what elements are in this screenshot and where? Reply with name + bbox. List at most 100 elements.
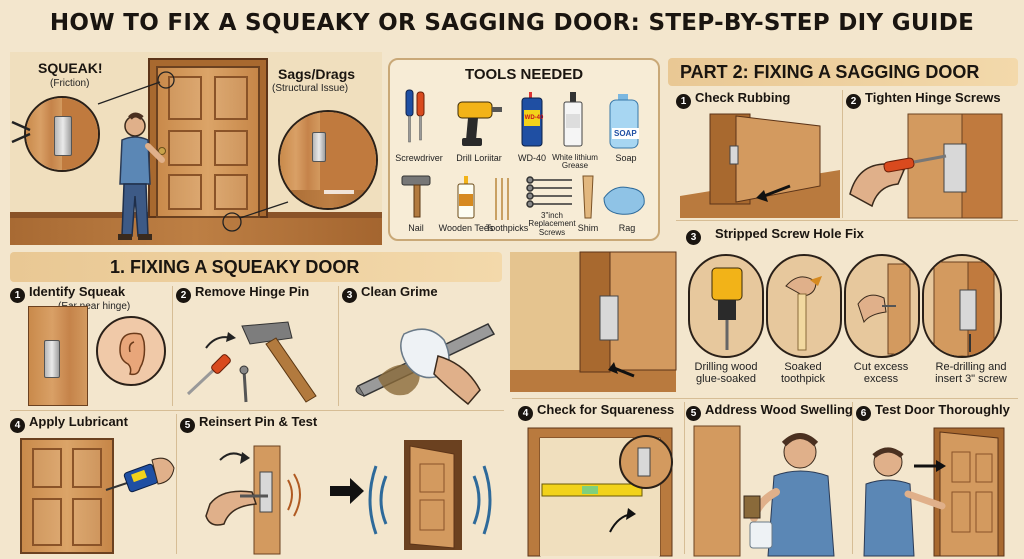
grease-tube-icon	[563, 92, 583, 147]
tool-label-toothpicks: Toothpicks	[485, 223, 529, 233]
sag-floor-zoom	[278, 110, 378, 210]
person-figure	[118, 112, 165, 240]
tool-label-nail: Nail	[408, 223, 424, 233]
screwdriver-icon	[405, 89, 425, 143]
p1-step4-label: Apply Lubricant	[29, 414, 128, 429]
page-title: HOW TO FIX A SQUEAKY OR SAGGING DOOR: ST…	[49, 10, 975, 36]
p1-step1-ear-zoom	[96, 316, 166, 386]
tools-panel: TOOLS NEEDED WD-40 SOAP Screwdriver Dril…	[388, 58, 660, 241]
glue-bottle-icon	[457, 176, 475, 219]
p2-hinge-door-scene	[510, 251, 677, 392]
shim-icon	[582, 175, 594, 219]
squeak-label: SQUEAK!	[38, 60, 103, 76]
p1-step5-label: Reinsert Pin & Test	[199, 414, 318, 429]
sanding-door-icon	[693, 425, 835, 557]
substep-redrill-circle	[922, 254, 1002, 358]
open-door-sound-icon	[368, 440, 492, 550]
ear-icon	[119, 332, 146, 376]
toothpick-glue-icon	[785, 276, 822, 351]
p1-step2-label: Remove Hinge Pin	[195, 284, 310, 299]
sags-sublabel: (Structural Issue)	[272, 83, 349, 94]
p2-step2-label: Tighten Hinge Screws	[865, 90, 1001, 105]
clean-pin-rag-icon	[355, 323, 496, 406]
tighten-screw-icon	[849, 113, 1003, 219]
zoom-connector-right	[222, 201, 289, 232]
squeak-arrow-icon	[11, 120, 31, 144]
reinsert-pin-icon	[205, 445, 301, 555]
zoom-connector-left	[97, 71, 175, 105]
p2-step6-number: 6	[856, 406, 871, 421]
tools-header: TOOLS NEEDED	[464, 66, 584, 83]
tool-label-screws: 3"inch Replacement Screws	[528, 211, 576, 237]
cut-excess-icon	[857, 263, 911, 355]
p1-step1-label: Identify Squeak	[29, 284, 126, 299]
redrill-screw-icon	[933, 261, 995, 356]
squeak-sublabel: (Friction)	[50, 78, 90, 89]
p1-step2: 2 Remove Hinge Pin	[176, 284, 336, 408]
wd40-can-icon	[521, 92, 543, 147]
door-rubbing-floor-icon	[680, 113, 840, 218]
p2-step3-number: 3	[686, 230, 701, 245]
part1-header-banner: 1. FIXING A SQUEAKY DOOR	[10, 252, 502, 282]
substep-label-toothpick: Soaked toothpick	[780, 361, 826, 385]
p2-step5-number: 5	[686, 406, 701, 421]
tool-label-wooden-tees: Wooden Tees	[438, 223, 494, 233]
substep-label-cut: Cut excess excess	[853, 361, 909, 385]
part2-header-banner: PART 2: FIXING A SAGGING DOOR	[668, 58, 1018, 86]
tool-label-soap: Soap	[615, 153, 637, 163]
lubricant-can-icon	[105, 457, 175, 493]
p1-step1-sublabel: (Ear near hinge)	[58, 301, 131, 312]
squareness-level-icon	[527, 427, 673, 557]
p2-step6-label: Test Door Thoroughly	[875, 402, 1010, 417]
part2-header: PART 2: FIXING A SAGGING DOOR	[680, 62, 980, 82]
p1-step2-number: 2	[176, 288, 191, 303]
p1-step5: 5 Reinsert Pin & Test	[180, 414, 504, 556]
p2-step4-label: Check for Squareness	[537, 402, 675, 417]
hammer-icon	[401, 175, 431, 218]
main-door	[156, 66, 260, 218]
p2-step5: 5 Address Wood Swelling	[686, 402, 853, 557]
p2-step1-label: Check Rubbing	[695, 90, 791, 105]
hammer-and-screwdriver-icon	[186, 321, 317, 403]
p2-step1-number: 1	[676, 94, 691, 109]
substep-drill-circle	[688, 254, 764, 358]
tool-label-rag: Rag	[618, 223, 636, 233]
tool-label-drill: Drill Loriitar	[456, 153, 502, 163]
substep-label-drill: Drilling wood glue-soaked	[694, 361, 758, 385]
testing-door-icon	[863, 427, 1005, 557]
soap-bottle-label: SOAP	[612, 128, 639, 139]
substep-cut-circle	[844, 254, 920, 358]
p1-step5-number: 5	[180, 418, 195, 433]
wd40-can-label: WD-40	[524, 115, 544, 121]
tool-label-shim: Shim	[577, 223, 599, 233]
drill-glue-icon	[711, 267, 743, 350]
tool-label-screwdriver: Screwdriver	[395, 153, 443, 163]
p1-step3-label: Clean Grime	[361, 284, 438, 299]
soap-bottle-icon	[609, 94, 639, 149]
squeak-hinge-zoom	[24, 96, 100, 172]
screws-icon	[526, 176, 572, 208]
p2-step6: 6 Test Door Thoroughly	[856, 402, 1020, 557]
p1-step3: 3 Clean Grime	[342, 284, 502, 408]
drill-icon	[457, 101, 502, 146]
intro-scene: SQUEAK! (Friction) Sags/Drags (Structura…	[10, 52, 382, 245]
floor	[10, 217, 382, 245]
part1-header: 1. FIXING A SQUEAKY DOOR	[110, 257, 360, 277]
p2-step4-number: 4	[518, 406, 533, 421]
p2-step5-label: Address Wood Swelling	[705, 402, 853, 417]
substep-toothpick-circle	[766, 254, 842, 358]
tool-label-wd40: WD-40	[517, 153, 546, 163]
p2-step4: 4 Check for Squareness	[518, 402, 682, 557]
p1-step3-number: 3	[342, 288, 357, 303]
hinge-door-gap-icon	[510, 251, 677, 392]
substep-label-redrill: Re-drilling and insert 3" screw	[935, 361, 1007, 385]
rag-icon	[603, 186, 645, 215]
sags-label: Sags/Drags	[278, 66, 356, 82]
tool-label-grease: White lithium Grease	[552, 153, 598, 171]
arrow-right-icon	[330, 478, 364, 504]
p2-step2-number: 2	[846, 94, 861, 109]
p2-step1: 1 Check Rubbing	[676, 90, 840, 218]
door-knob	[158, 147, 166, 155]
